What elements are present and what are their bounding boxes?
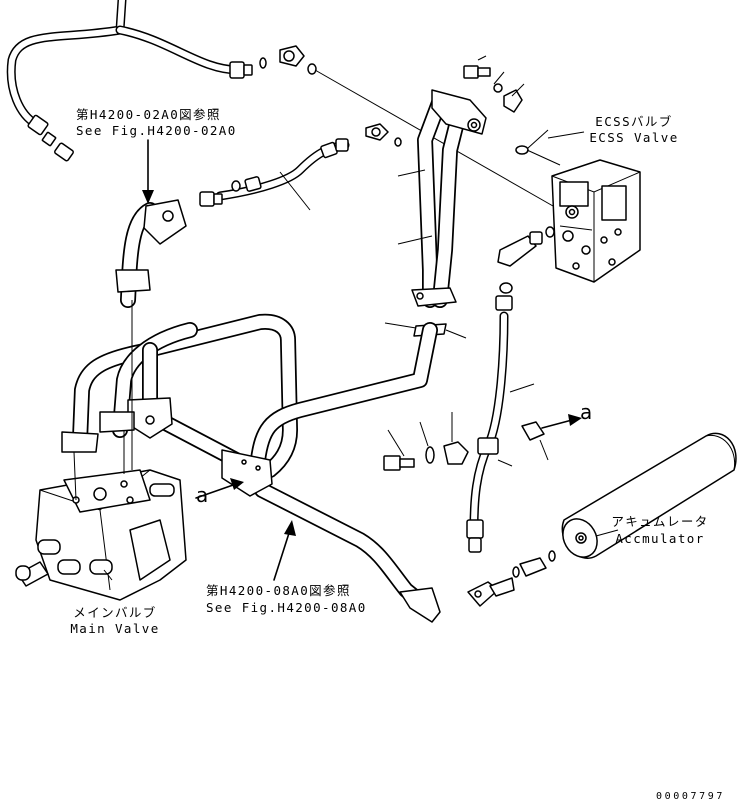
middle-hose	[199, 123, 402, 211]
lower-reference-label-jp: 第H4200-08A0図参照	[206, 583, 351, 598]
connection-arrow-left	[195, 478, 244, 499]
pipe-loop	[61, 199, 441, 623]
ecss-elbow-fitting	[497, 226, 555, 267]
accumulator-label-jp: アキュムレータ	[611, 514, 709, 529]
ecss-valve-label-en: ECSS Valve	[589, 130, 679, 145]
drawing-number: 00007797	[656, 791, 725, 802]
accumulator-hose	[466, 282, 535, 553]
accumulator-body	[467, 432, 737, 607]
ecss-fastener-set	[463, 55, 561, 166]
upper-reference-label-en: See Fig.H4200-02A0	[76, 123, 237, 138]
accumulator-label-en: Accmulator	[615, 531, 705, 546]
main-valve-label-en: Main Valve	[70, 621, 160, 636]
ecss-valve-body	[551, 159, 641, 283]
upper-reference-arrow	[142, 139, 154, 204]
clamp-fastener-set	[383, 412, 549, 471]
connection-mark-left: a	[196, 483, 209, 507]
ecss-valve-label-jp: ECSSバルブ	[595, 114, 673, 129]
lower-reference-label-en: See Fig.H4200-08A0	[206, 600, 367, 615]
upper-left-hose	[6, 0, 317, 162]
connection-arrow-right	[541, 414, 582, 429]
ecss-pipes	[384, 89, 487, 339]
main-valve-body	[15, 469, 187, 601]
upper-reference-label-jp: 第H4200-02A0図参照	[76, 107, 221, 122]
connection-mark-right: a	[580, 400, 593, 424]
main-valve-label-jp: メインバルブ	[73, 605, 157, 620]
lower-reference-arrow	[273, 520, 296, 581]
